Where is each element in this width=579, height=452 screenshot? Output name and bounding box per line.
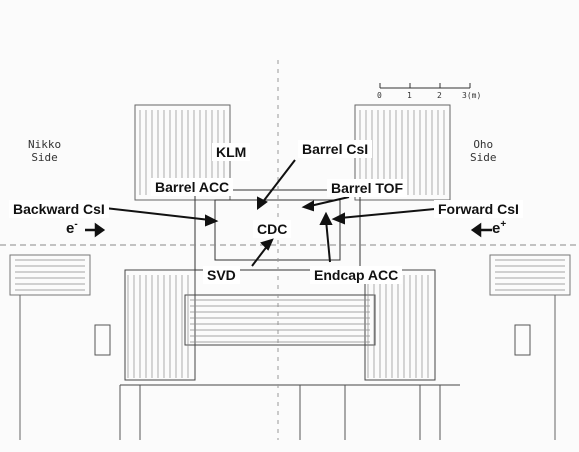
backward-csi-label: Backward CsI xyxy=(9,200,109,218)
scale-tick-0: 0 xyxy=(377,91,382,100)
svd-label: SVD xyxy=(203,266,240,284)
electron-beam-label: e- xyxy=(66,219,78,237)
nikko-side-label: Nikko Side xyxy=(28,138,62,164)
electron-charge: - xyxy=(74,219,78,230)
positron-symbol: e xyxy=(492,220,501,237)
left-lower-yoke xyxy=(124,269,196,381)
left-outer-magnet xyxy=(9,254,91,296)
scale-bar xyxy=(379,83,471,89)
right-outer-magnet xyxy=(489,254,571,296)
scale-tick-1: 1 xyxy=(407,91,412,100)
endcap-acc-arrow xyxy=(325,219,331,263)
positron-charge: + xyxy=(500,219,507,230)
endcap-acc-label: Endcap ACC xyxy=(310,266,403,284)
oho-side-label: Oho Side xyxy=(470,138,497,164)
svd-arrow xyxy=(251,244,269,267)
klm-label: KLM xyxy=(212,143,251,161)
barrel-tof-label: Barrel TOF xyxy=(327,179,408,197)
oho-line2: Side xyxy=(470,151,497,164)
electron-symbol: e xyxy=(66,220,75,237)
scale-tick-2: 2 xyxy=(437,91,442,100)
forward-csi-label: Forward CsI xyxy=(434,200,523,218)
nikko-line1: Nikko xyxy=(28,138,62,151)
support-platform xyxy=(184,294,376,346)
oho-line1: Oho xyxy=(473,138,494,151)
barrel-acc-label: Barrel ACC xyxy=(151,178,234,196)
barrel-csi-arrow xyxy=(261,159,296,204)
barrel-csi-label: Barrel CsI xyxy=(298,140,373,158)
cdc-label: CDC xyxy=(253,220,292,238)
backward-csi-arrow xyxy=(95,206,211,221)
positron-beam-label: e+ xyxy=(492,219,506,237)
scale-tick-3: 3(m) xyxy=(462,91,482,100)
nikko-line2: Side xyxy=(31,151,58,164)
barrel-tof-arrow xyxy=(309,196,350,207)
